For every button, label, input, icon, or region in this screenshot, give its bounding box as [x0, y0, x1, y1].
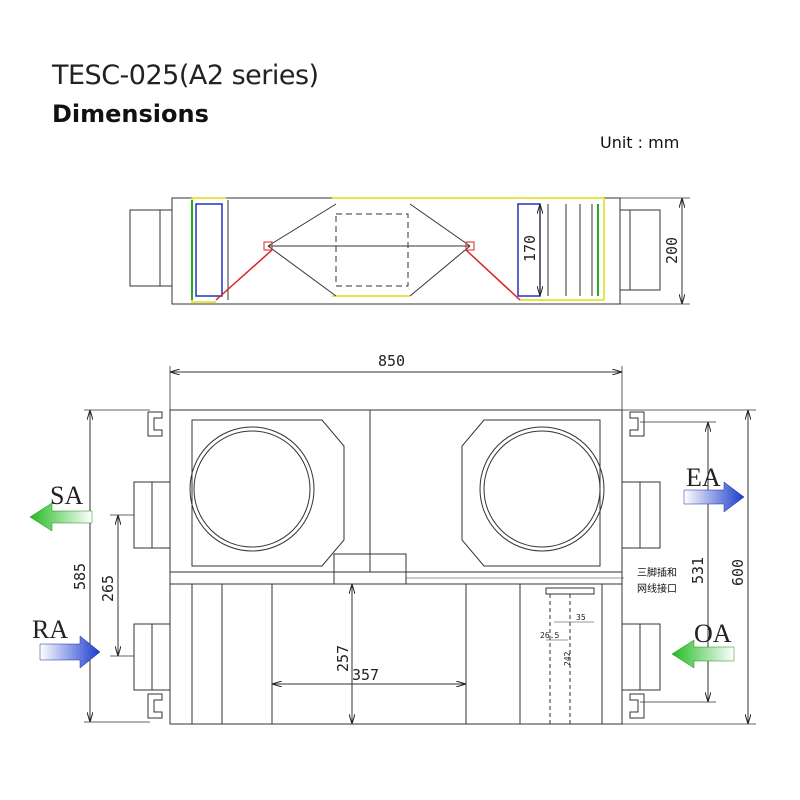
top-filter-left: [195, 203, 223, 297]
dim-585: 585: [71, 563, 89, 590]
note-line1: 三脚插和: [637, 566, 677, 579]
dim-600: 600: [729, 559, 747, 586]
bracket-bottom-left: [147, 693, 163, 719]
fan-left: [189, 426, 315, 552]
bracket-top-right: [629, 411, 645, 437]
dim-850: 850: [378, 352, 405, 370]
top-left-duct: [129, 209, 173, 287]
arrow-ea: [683, 481, 745, 513]
section-title: Dimensions: [52, 100, 209, 128]
top-dashed-box: [335, 213, 409, 287]
label-ea: EA: [686, 463, 721, 492]
port-ea-duct: [621, 481, 661, 549]
front-view: [84, 366, 756, 725]
bracket-top-left: [147, 411, 163, 437]
dim-265: 265: [99, 575, 117, 602]
fan-right: [479, 426, 605, 552]
front-body: [169, 409, 623, 725]
dim-257: 257: [334, 645, 352, 672]
core-red-right: [465, 249, 521, 301]
label-ra: RA: [32, 615, 68, 644]
bracket-bottom-right: [629, 693, 645, 719]
control-box: [333, 553, 407, 585]
label-sa: SA: [50, 481, 83, 510]
unit-label: Unit : mm: [600, 133, 680, 152]
dim-170: 170: [521, 235, 539, 262]
fan-housing-left: [191, 419, 345, 567]
fan-housing-right: [461, 419, 601, 567]
dim-26-5: 26.5: [540, 631, 559, 640]
model-title: TESC-025(A2 series): [52, 60, 319, 91]
dim-531: 531: [689, 557, 707, 584]
note-line2: 网线接口: [637, 582, 677, 595]
top-view: [129, 197, 690, 305]
arrow-sa: [29, 502, 93, 532]
core-edge: [267, 203, 337, 247]
label-oa: OA: [694, 619, 732, 648]
arrow-ra: [39, 635, 101, 669]
arrow-oa: [671, 639, 735, 669]
port-oa-duct: [621, 623, 661, 691]
dim-357: 357: [352, 666, 379, 684]
dim-35: 35: [576, 613, 586, 622]
dim-242: 242: [563, 651, 572, 666]
top-right-duct: [619, 209, 661, 291]
dim-200: 200: [663, 237, 681, 264]
core-red-left: [215, 249, 273, 301]
